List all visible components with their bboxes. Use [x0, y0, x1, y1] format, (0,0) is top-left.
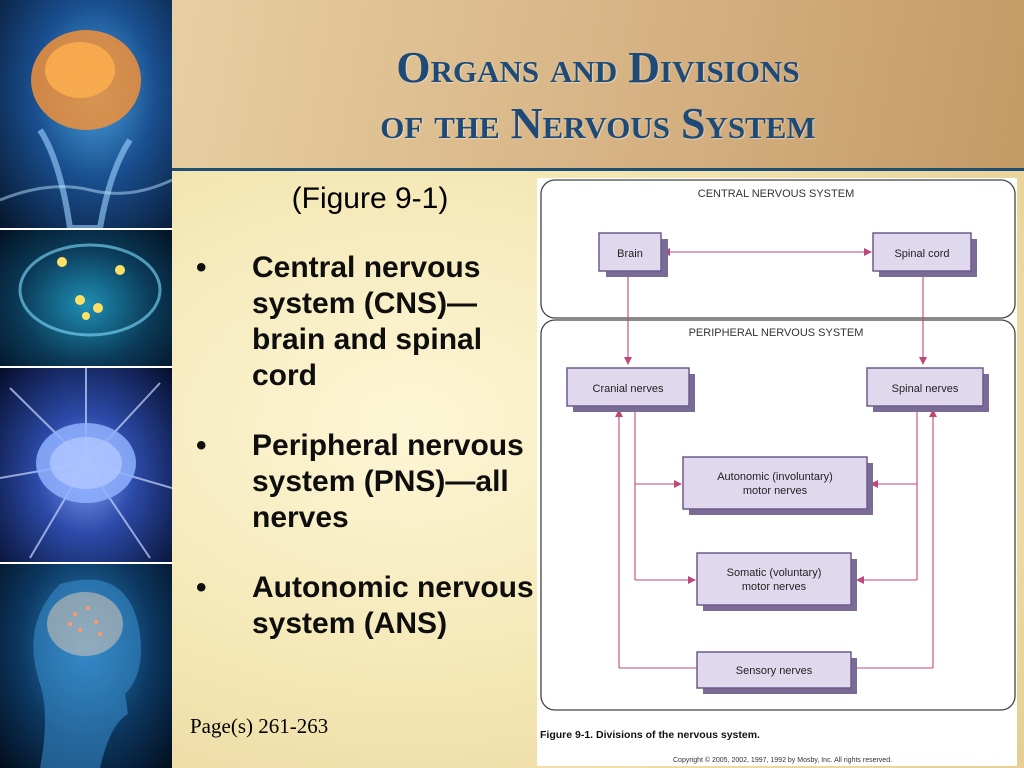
brain-label: Brain — [617, 248, 643, 260]
sensory-label: Sensory nerves — [736, 665, 813, 677]
somatic-box: Somatic (voluntary) motor nerves — [696, 552, 857, 611]
brain-network-image — [0, 368, 172, 564]
somatic-label-2: motor nerves — [742, 581, 807, 593]
figure-caption: Figure 9-1. Divisions of the nervous sys… — [540, 729, 760, 741]
title-header — [172, 0, 1024, 170]
spinal-cord-box: Spinal cord — [872, 232, 977, 277]
sensory-box: Sensory nerves — [696, 651, 857, 694]
cns-title: CENTRAL NERVOUS SYSTEM — [698, 188, 854, 200]
somatic-label-1: Somatic (voluntary) — [727, 567, 822, 579]
cranial-nerves-label: Cranial nerves — [593, 383, 664, 395]
page-reference: Page(s) 261-263 — [190, 714, 329, 738]
bullet-list: Central nervous system (CNS)—brain and s… — [194, 250, 534, 676]
spinal-cord-label: Spinal cord — [894, 248, 949, 260]
spinal-nerves-box: Spinal nerves — [866, 367, 989, 412]
pns-title: PERIPHERAL NERVOUS SYSTEM — [689, 327, 864, 339]
bullet-ans: Autonomic nervous system (ANS) — [194, 570, 534, 642]
bullet-pns: Peripheral nervous system (PNS)—all nerv… — [194, 428, 534, 536]
brain-scan-image — [0, 230, 172, 368]
autonomic-label-2: motor nerves — [743, 485, 808, 497]
skeleton-brain-image — [0, 0, 172, 230]
figure-reference: (Figure 9-1) — [291, 182, 449, 215]
cranial-nerves-box: Cranial nerves — [566, 367, 695, 412]
autonomic-box: Autonomic (involuntary) motor nerves — [682, 456, 873, 515]
slide-title: Organs and Divisions of the Nervous Syst… — [172, 40, 1024, 152]
figure-copyright: Copyright © 2005, 2002, 1997, 1992 by Mo… — [673, 756, 892, 764]
head-profile-image — [0, 564, 172, 768]
title-rule — [172, 168, 1024, 171]
brain-box: Brain — [598, 232, 668, 277]
slide-title-line2: of the Nervous System — [380, 99, 816, 148]
nervous-system-diagram: CENTRAL NERVOUS SYSTEM PERIPHERAL NERVOU… — [537, 178, 1017, 766]
bullet-cns: Central nervous system (CNS)—brain and s… — [194, 250, 534, 394]
autonomic-label-1: Autonomic (involuntary) — [717, 471, 833, 483]
image-strip — [0, 0, 172, 768]
spinal-nerves-label: Spinal nerves — [892, 383, 959, 395]
slide-title-line1: Organs and Divisions — [396, 43, 800, 92]
